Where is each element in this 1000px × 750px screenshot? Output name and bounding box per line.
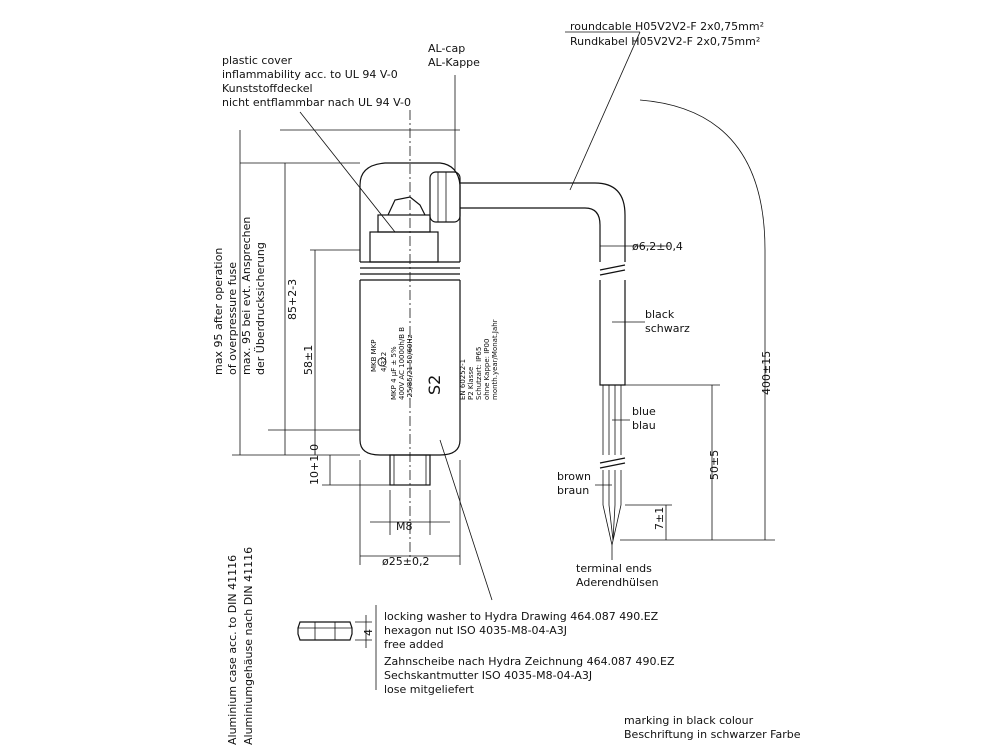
- marking-side-1: EN 60252-1: [459, 359, 467, 400]
- dim-diameter: ø25±0,2: [382, 555, 429, 568]
- marking-side-2: P2 Klasse: [467, 367, 475, 400]
- dimension-lines: [232, 99, 775, 565]
- svg-text:free added: free added: [384, 638, 444, 651]
- marking-side-3: Schutzart: IP65: [475, 347, 483, 400]
- svg-text:Aluminium case acc. to DIN 411: Aluminium case acc. to DIN 41116: [226, 555, 239, 745]
- svg-text:nicht entflammbar nach UL 94 V: nicht entflammbar nach UL 94 V-0: [222, 96, 411, 109]
- svg-text:inflammability acc. to UL 94 V: inflammability acc. to UL 94 V-0: [222, 68, 398, 81]
- callout-cover: plastic cover inflammability acc. to UL …: [222, 54, 411, 109]
- svg-text:lose mitgeliefert: lose mitgeliefert: [384, 683, 475, 696]
- svg-text:Aderendhülsen: Aderendhülsen: [576, 576, 659, 589]
- svg-text:black: black: [645, 308, 675, 321]
- marking-side-4: ohne Kappe: IP00: [483, 339, 491, 400]
- svg-text:roundcable H05V2V2-F 2x0,75mm²: roundcable H05V2V2-F 2x0,75mm²: [570, 20, 764, 33]
- callout-cap: AL-cap AL-Kappe: [428, 42, 480, 69]
- callout-cable: roundcable H05V2V2-F 2x0,75mm² Rundkabel…: [570, 20, 764, 48]
- callout-terminal: terminal ends Aderendhülsen: [576, 562, 659, 589]
- svg-text:plastic cover: plastic cover: [222, 54, 292, 67]
- svg-text:AL-Kappe: AL-Kappe: [428, 56, 480, 69]
- dim-case-length: 58±1: [302, 345, 315, 375]
- dim-overpressure-4: der Überdrucksicherung: [254, 242, 267, 375]
- svg-text:hexagon nut ISO 4035-M8-04-A3J: hexagon nut ISO 4035-M8-04-A3J: [384, 624, 567, 637]
- marking-line-2: 4/322: [380, 352, 388, 372]
- dim-overpressure-2: of overpressure fuse: [226, 262, 239, 375]
- callout-case: Aluminium case acc. to DIN 41116 Alumini…: [226, 547, 255, 745]
- svg-text:braun: braun: [557, 484, 589, 497]
- svg-text:schwarz: schwarz: [645, 322, 690, 335]
- leader-lines: [268, 31, 645, 601]
- capacitor-body: [359, 110, 461, 560]
- dim-thread: M8: [396, 520, 413, 533]
- marking-line-3: MKP 4 µF ± 5%: [390, 346, 398, 400]
- callout-blue: blue blau: [632, 405, 656, 432]
- dim-cable-diameter: ø6,2±0,4: [632, 240, 683, 253]
- marking-line-5: -25/85/21 50/60Hz: [406, 334, 414, 400]
- dim-body-length: 85+2-3: [286, 279, 299, 320]
- svg-text:AL-cap: AL-cap: [428, 42, 465, 55]
- capacitor-marking: MKB MKP 4/322 MKP 4 µF ± 5% 400V AC 1000…: [370, 319, 499, 400]
- dim-stud-length: 10+1-0: [308, 444, 321, 485]
- marking-code: S2: [425, 375, 444, 395]
- svg-text:Sechskantmutter ISO 4035-M8-04: Sechskantmutter ISO 4035-M8-04-A3J: [384, 669, 592, 682]
- dim-cable-length: 400±15: [760, 351, 773, 395]
- svg-text:blau: blau: [632, 419, 656, 432]
- marking-line-4: 400V AC 10000h/B B: [398, 327, 406, 400]
- callout-black: black schwarz: [645, 308, 690, 335]
- svg-text:Aluminiumgehäuse nach DIN 4111: Aluminiumgehäuse nach DIN 41116: [242, 547, 255, 745]
- dim-end-length: 7±1: [653, 507, 666, 530]
- svg-text:blue: blue: [632, 405, 656, 418]
- dim-strip-length: 50±5: [708, 450, 721, 480]
- callout-hardware: locking washer to Hydra Drawing 464.087 …: [384, 610, 675, 696]
- dimension-texts: max 95 after operation of overpressure f…: [212, 217, 773, 636]
- marking-side-5: month.year/Monat.Jahr: [491, 319, 499, 400]
- hex-nut-drawing: [297, 605, 377, 690]
- marking-line-1: MKB MKP: [370, 339, 378, 372]
- svg-text:Zahnscheibe nach Hydra Zeichnu: Zahnscheibe nach Hydra Zeichnung 464.087…: [384, 655, 675, 668]
- svg-text:terminal ends: terminal ends: [576, 562, 652, 575]
- svg-text:Beschriftung in schwarzer Farb: Beschriftung in schwarzer Farbe: [624, 728, 801, 741]
- dim-overpressure-3: max. 95 bei evt. Ansprechen: [240, 217, 253, 375]
- svg-text:Rundkabel H05V2V2-F 2x0,75mm²: Rundkabel H05V2V2-F 2x0,75mm²: [570, 35, 760, 48]
- callout-brown: brown braun: [557, 470, 591, 497]
- svg-text:brown: brown: [557, 470, 591, 483]
- dim-nut-height: 4: [362, 629, 375, 636]
- svg-text:locking washer to Hydra Drawin: locking washer to Hydra Drawing 464.087 …: [384, 610, 659, 623]
- dim-overpressure-1: max 95 after operation: [212, 248, 225, 375]
- cable: [460, 182, 626, 546]
- svg-text:Kunststoffdeckel: Kunststoffdeckel: [222, 82, 313, 95]
- callout-marking: marking in black colour Beschriftung in …: [624, 714, 801, 741]
- svg-text:marking in black colour: marking in black colour: [624, 714, 754, 727]
